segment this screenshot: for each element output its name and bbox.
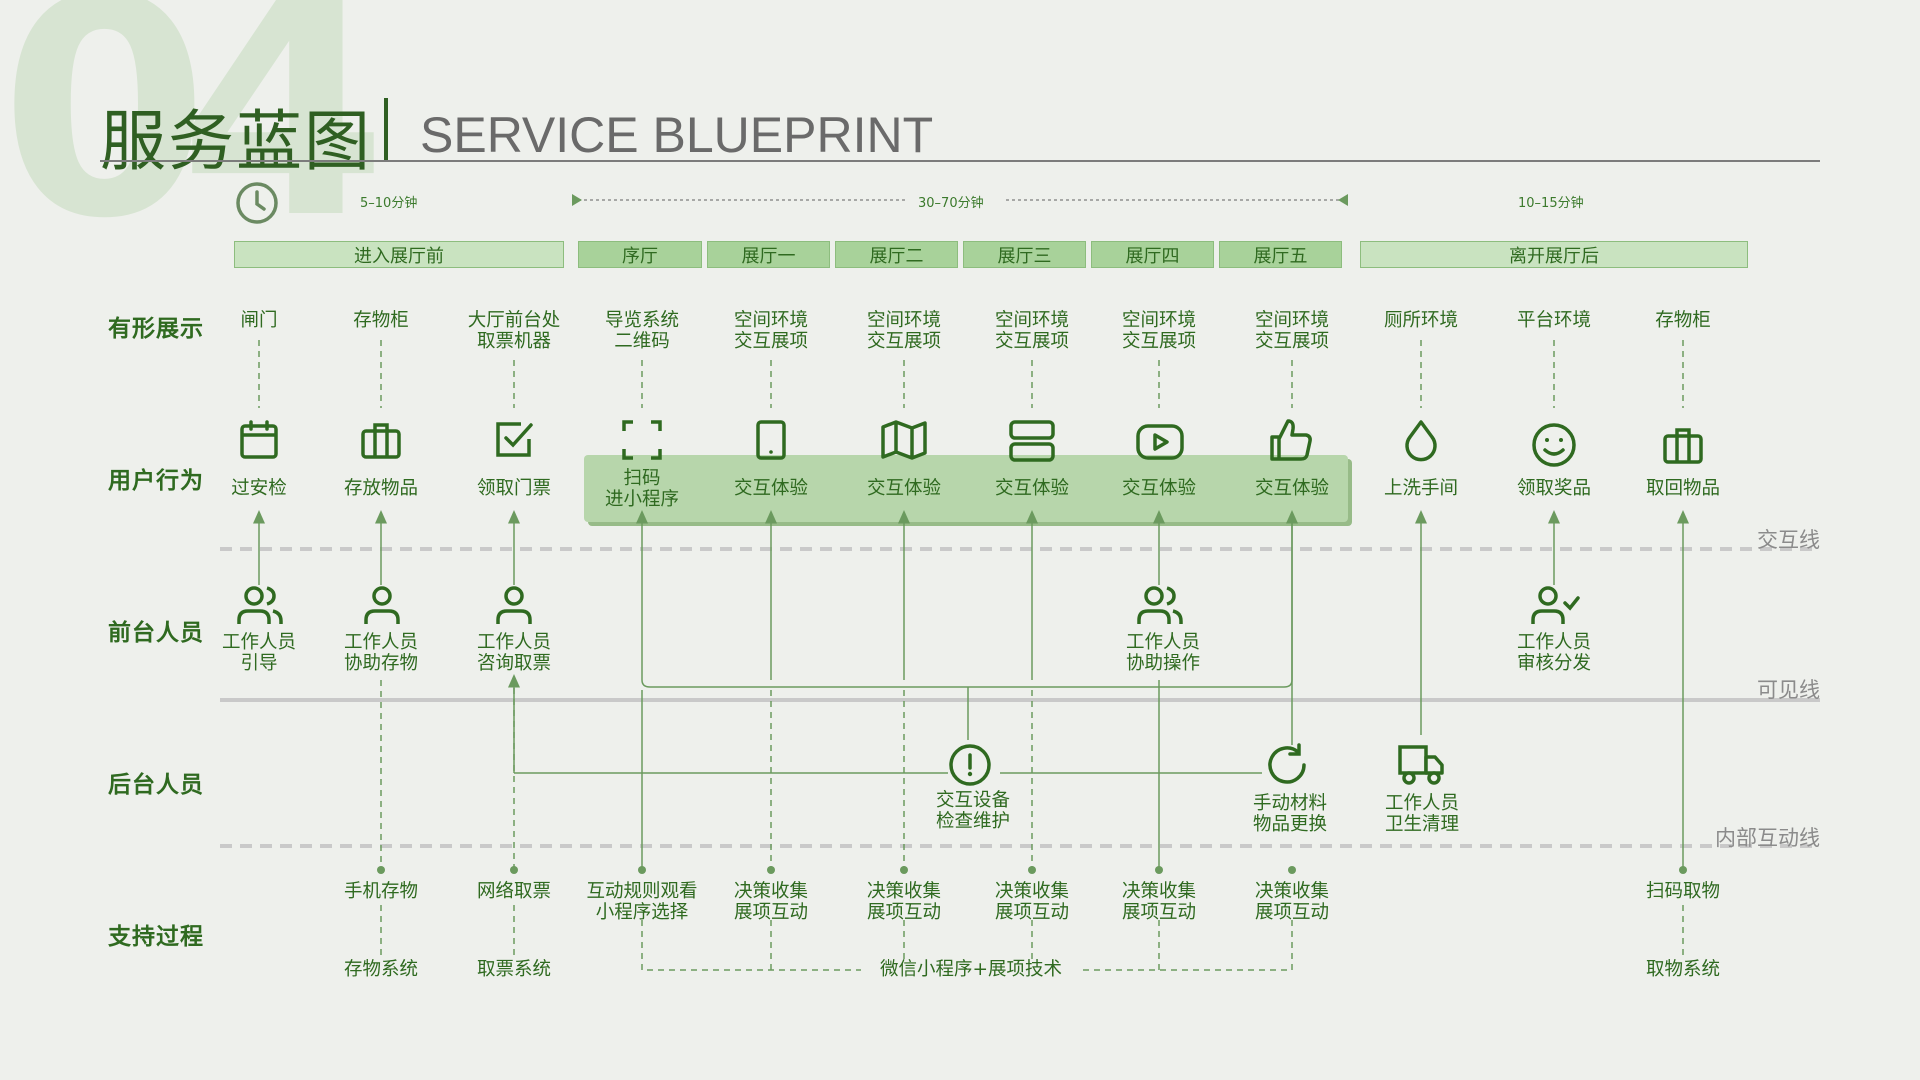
support-system: 微信小程序+展项技术	[861, 959, 1081, 980]
row-label-back: 后台人员	[108, 772, 204, 798]
physical-item: 空间环境交互展项	[733, 310, 808, 352]
duration-before: 5–10分钟	[360, 196, 418, 211]
users-icon	[1137, 586, 1183, 624]
user-check-icon	[1531, 586, 1580, 624]
users-icon	[237, 586, 283, 624]
clock-icon	[236, 182, 278, 224]
support-item: 决策收集展项互动	[733, 881, 808, 923]
physical-item: 存物柜	[353, 310, 409, 331]
support-system: 取物系统	[1645, 959, 1720, 980]
physical-item: 导览系统二维码	[604, 310, 679, 352]
stage-hall-2: 展厅二	[835, 241, 958, 268]
physical-item: 厕所环境	[1383, 310, 1458, 331]
page-number-watermark: 04	[0, 0, 388, 284]
support-item: 网络取票	[476, 881, 551, 902]
user-action-label: 扫码进小程序	[604, 468, 679, 510]
interaction-line-label: 交互线	[1757, 528, 1820, 552]
user-action-label: 交互体验	[866, 478, 941, 499]
front-staff-label: 工作人员协助存物	[343, 632, 418, 674]
support-item: 决策收集展项互动	[994, 881, 1069, 923]
stage-hall-4: 展厅四	[1091, 241, 1214, 268]
tablet-icon	[756, 420, 786, 460]
user-action-label: 交互体验	[1254, 478, 1329, 499]
support-item: 互动规则观看小程序选择	[586, 881, 698, 923]
back-staff-label: 手动材料物品更换	[1252, 793, 1327, 835]
thumbs-up-icon	[1270, 419, 1312, 461]
back-staff-label: 工作人员卫生清理	[1384, 793, 1459, 835]
duration-during: 30–70分钟	[918, 196, 984, 211]
physical-item: 闸门	[240, 310, 278, 331]
user-action-label: 交互体验	[1121, 478, 1196, 499]
truck-icon	[1398, 745, 1444, 785]
row-label-front: 前台人员	[108, 620, 204, 646]
user-action-label: 上洗手间	[1383, 478, 1458, 499]
user-action-label: 过安检	[231, 478, 287, 499]
duration-after: 10–15分钟	[1518, 196, 1584, 211]
physical-item: 空间环境交互展项	[866, 310, 941, 352]
title-divider	[384, 98, 388, 162]
row-label-support: 支持过程	[108, 924, 204, 950]
smile-icon	[1532, 423, 1576, 467]
droplet-icon	[1405, 420, 1437, 462]
exhibition-panel	[584, 455, 1348, 522]
stage-after: 离开展厅后	[1360, 241, 1748, 268]
front-staff-label: 工作人员咨询取票	[476, 632, 551, 674]
physical-item: 平台环境	[1516, 310, 1591, 331]
support-item: 扫码取物	[1645, 881, 1720, 902]
row-label-user: 用户行为	[108, 468, 204, 494]
support-system: 存物系统	[343, 959, 418, 980]
visibility-line-label: 可见线	[1757, 678, 1820, 702]
physical-item: 空间环境交互展项	[1254, 310, 1329, 352]
support-item: 决策收集展项互动	[866, 881, 941, 923]
checkbox-icon	[496, 422, 533, 457]
user-icon	[364, 586, 400, 624]
support-item: 决策收集展项互动	[1254, 881, 1329, 923]
front-staff-label: 工作人员审核分发	[1516, 632, 1591, 674]
header-rule	[100, 160, 1820, 162]
stage-hall-5: 展厅五	[1219, 241, 1342, 268]
user-action-label: 存放物品	[343, 478, 418, 499]
back-staff-label: 交互设备检查维护	[935, 790, 1010, 832]
calendar-icon	[240, 420, 278, 459]
briefcase-icon	[361, 423, 401, 459]
internal-line-label: 内部互动线	[1715, 826, 1820, 850]
user-icon	[496, 586, 532, 624]
row-label-physical: 有形展示	[108, 316, 204, 342]
refresh-icon	[1268, 743, 1306, 784]
stage-before: 进入展厅前	[234, 241, 564, 268]
server-icon	[1009, 420, 1055, 462]
support-item: 决策收集展项互动	[1121, 881, 1196, 923]
physical-item: 存物柜	[1655, 310, 1711, 331]
physical-item: 空间环境交互展项	[994, 310, 1069, 352]
alert-circle-icon	[949, 744, 991, 786]
user-action-label: 领取门票	[476, 478, 551, 499]
user-action-label: 交互体验	[994, 478, 1069, 499]
play-icon	[1136, 424, 1184, 460]
briefcase-icon	[1663, 428, 1703, 464]
page-subtitle: SERVICE BLUEPRINT	[420, 107, 934, 163]
user-action-label: 取回物品	[1645, 478, 1720, 499]
scan-icon	[622, 420, 662, 460]
page-title: 服务蓝图	[100, 103, 372, 180]
stage-hall-3: 展厅三	[963, 241, 1086, 268]
front-staff-label: 工作人员协助操作	[1125, 632, 1200, 674]
stage-hall-0: 序厅	[578, 241, 702, 268]
support-item: 手机存物	[343, 881, 418, 902]
physical-item: 大厅前台处取票机器	[467, 310, 561, 352]
front-staff-label: 工作人员引导	[221, 632, 296, 674]
support-system: 取票系统	[476, 959, 551, 980]
map-icon	[881, 420, 927, 460]
user-action-label: 领取奖品	[1516, 478, 1591, 499]
stage-hall-1: 展厅一	[707, 241, 830, 268]
user-action-label: 交互体验	[733, 478, 808, 499]
physical-item: 空间环境交互展项	[1121, 310, 1196, 352]
